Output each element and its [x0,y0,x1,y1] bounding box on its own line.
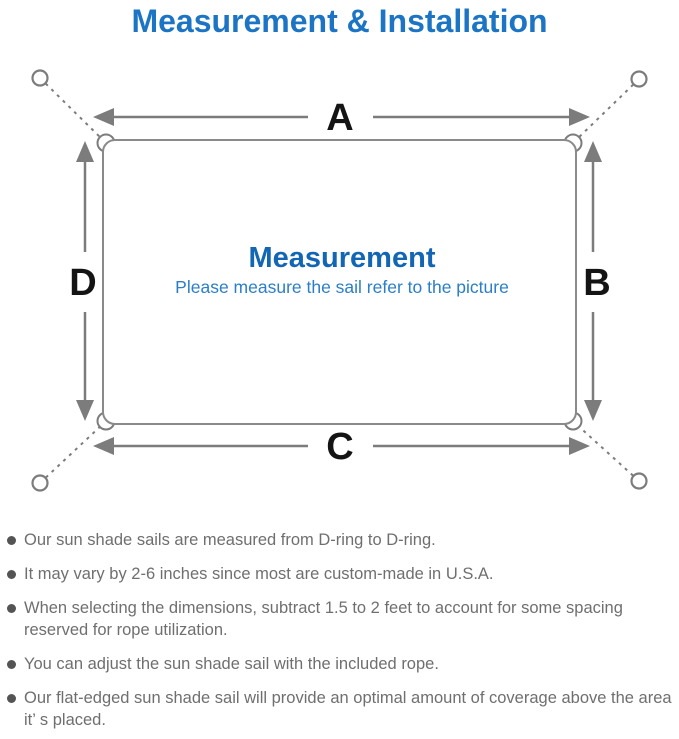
note-text: Our sun shade sails are measured from D-… [24,531,436,549]
note-text: When selecting the dimensions, subtract … [24,599,623,639]
dashed-line-bottom-right [574,422,640,482]
note-item: Our sun shade sails are measured from D-… [7,529,673,551]
note-text: You can adjust the sun shade sail with t… [24,655,439,673]
dimension-label-c: C [326,426,353,468]
dimension-arrow-a [93,108,590,126]
sail-rectangle [102,139,577,425]
dimension-arrow-d [76,141,94,421]
bullet-dot-icon [7,659,16,669]
dimension-label-a: A [326,97,353,139]
anchor-circle-bottom-left [31,474,49,492]
dimension-arrow-b [584,141,602,421]
note-item: You can adjust the sun shade sail with t… [7,653,673,675]
bullet-dot-icon [7,569,16,579]
note-item: It may vary by 2-6 inches since most are… [7,563,673,585]
dimension-label-b: B [583,262,610,304]
notes-list: Our sun shade sails are measured from D-… [0,529,679,739]
anchor-circle-top-right [630,70,648,88]
bullet-dot-icon [7,603,16,613]
anchor-circle-top-left [31,69,49,87]
dashed-line-top-left [39,77,105,142]
note-text: It may vary by 2-6 inches since most are… [24,565,494,583]
note-text: Our flat-edged sun shade sail will provi… [24,689,672,729]
dashed-line-top-right [574,78,640,142]
page-title: Measurement & Installation [131,3,548,39]
dimension-label-d: D [69,262,96,304]
bullet-dot-icon [7,535,16,545]
anchor-circle-bottom-right [630,472,648,490]
bullet-dot-icon [7,693,16,703]
note-item: Our flat-edged sun shade sail will provi… [7,687,673,731]
note-item: When selecting the dimensions, subtract … [7,597,673,641]
center-subtitle: Please measure the sail refer to the pic… [175,277,509,297]
dimension-arrow-c [93,437,590,455]
sail-measurement-diagram: A B C D Measurement Please measure the s… [31,69,648,492]
center-title: Measurement [249,242,436,274]
dashed-line-bottom-left [39,422,105,484]
